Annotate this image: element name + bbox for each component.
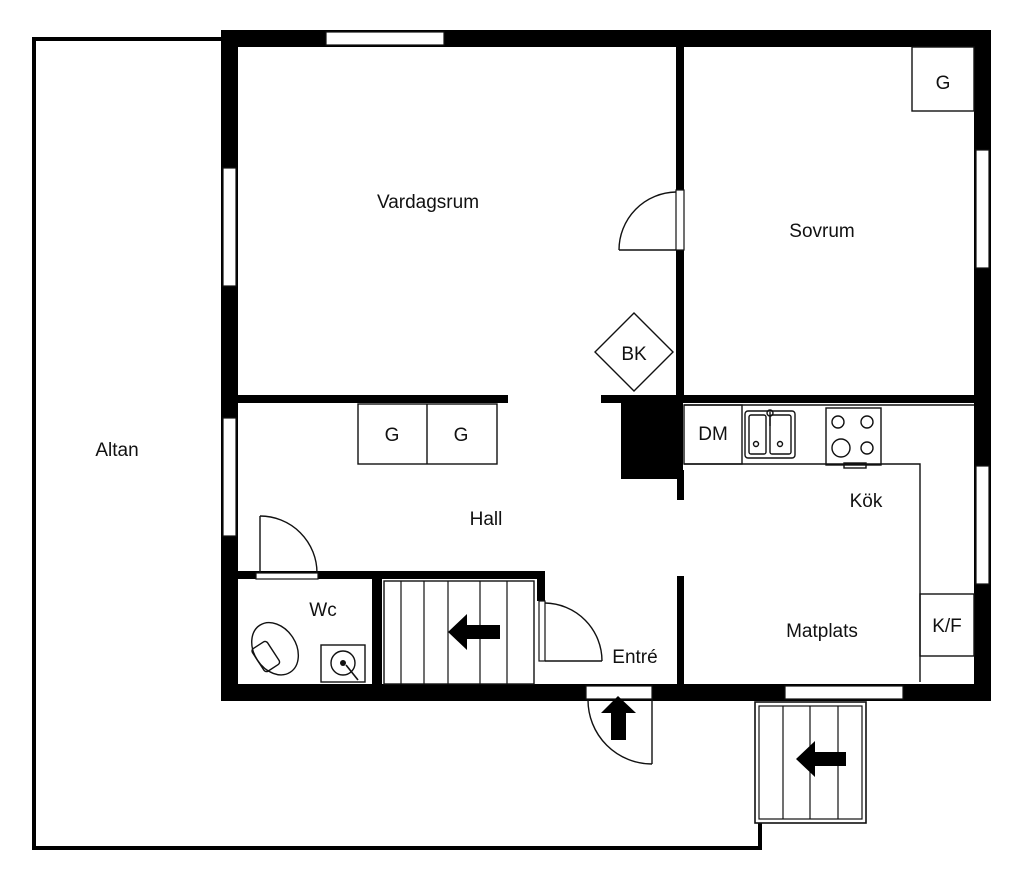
arrow-left-icon (448, 614, 500, 650)
fridge-freezer-label: K/F (932, 616, 962, 637)
wc-fixtures (251, 621, 366, 683)
room-label-kok: Kök (850, 491, 883, 512)
room-label-entre: Entré (612, 647, 657, 668)
bedroom-wardrobe-label: G (936, 73, 951, 94)
door-living-bedroom (618, 189, 685, 251)
window-bottom (784, 685, 904, 700)
room-label-sovrum: Sovrum (789, 221, 854, 242)
room-label-matplats: Matplats (786, 621, 858, 642)
window-top (325, 31, 445, 46)
bedroom-wardrobe: G (911, 46, 975, 112)
windows (222, 31, 990, 700)
room-label-vardagsrum: Vardagsrum (377, 192, 479, 213)
hall-wardrobe-2-label: G (454, 425, 469, 446)
doors (255, 189, 685, 765)
hall-wardrobes: G G (357, 403, 498, 465)
outdoor-staircase (754, 701, 867, 824)
arrow-up-icon (601, 696, 636, 740)
room-labels: Altan Vardagsrum Sovrum Hall Kök Matplat… (95, 192, 883, 668)
dishwasher-label: DM (698, 424, 728, 445)
hall-wardrobe-1-label: G (385, 425, 400, 446)
toilet-icon (251, 621, 300, 676)
sink-icon (744, 409, 796, 459)
room-label-altan: Altan (95, 440, 138, 461)
window-left-upper (222, 167, 237, 287)
fireplace-label: BK (621, 344, 647, 365)
door-wc (255, 515, 319, 580)
window-right-upper (975, 149, 990, 269)
room-label-hall: Hall (470, 509, 503, 530)
room-label-wc: Wc (309, 600, 336, 621)
window-right-lower (975, 465, 990, 585)
window-left-lower (222, 417, 237, 537)
door-front (587, 699, 653, 765)
fireplace: BK (594, 312, 674, 392)
door-entre (538, 600, 603, 662)
arrow-left-icon (796, 741, 846, 777)
interior-walls (236, 45, 976, 686)
sink-icon (320, 644, 366, 683)
terrace-outline (32, 37, 762, 850)
fridge-freezer: K/F (919, 593, 975, 657)
stove-icon (825, 407, 882, 469)
interior-staircase (383, 580, 535, 685)
